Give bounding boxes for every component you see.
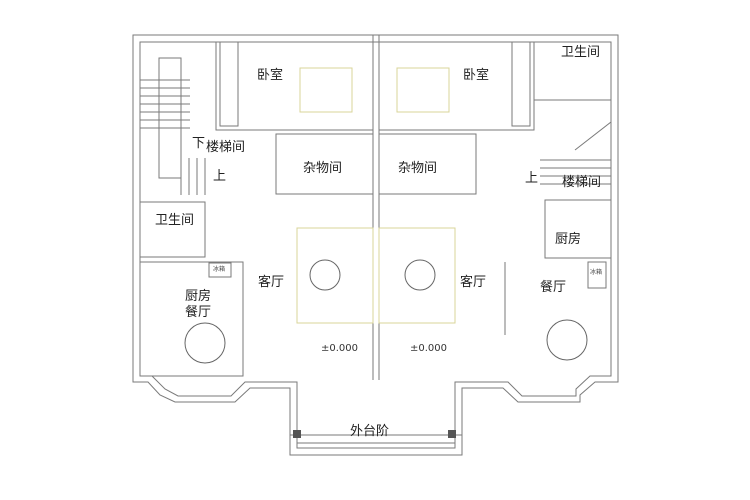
right-bedroom-label: 卧室 [463, 68, 490, 83]
right-kitchen-label: 厨房 [555, 232, 582, 247]
left-living-room-label: 客厅 [258, 275, 285, 290]
right-fridge-label: 冰箱 [590, 269, 603, 276]
left-stair-down-label: 下 [192, 136, 206, 151]
right-bathroom-label: 卫生间 [561, 45, 601, 60]
left-bedroom-label: 卧室 [257, 68, 284, 83]
left-storage-label: 杂物间 [303, 161, 343, 176]
left-stairwell-label: 楼梯间 [206, 140, 246, 155]
right-stairwell-label: 楼梯间 [562, 175, 602, 190]
left-fridge-label: 冰箱 [213, 266, 226, 273]
left-bathroom-label: 卫生间 [155, 213, 195, 228]
right-dining-label: 餐厅 [540, 280, 567, 295]
right-living-room-label: 客厅 [460, 275, 487, 290]
left-elevation-mark: ±0.000 [321, 343, 359, 354]
right-elevation-mark: ±0.000 [410, 343, 448, 354]
right-storage-label: 杂物间 [398, 161, 438, 176]
left-stair-up-label: 上 [213, 169, 227, 184]
left-dining-label: 餐厅 [185, 305, 212, 320]
left-kitchen-label: 厨房 [185, 289, 212, 304]
entrance-steps-label: 外台阶 [350, 424, 390, 439]
right-stair-up-label: 上 [525, 171, 539, 186]
